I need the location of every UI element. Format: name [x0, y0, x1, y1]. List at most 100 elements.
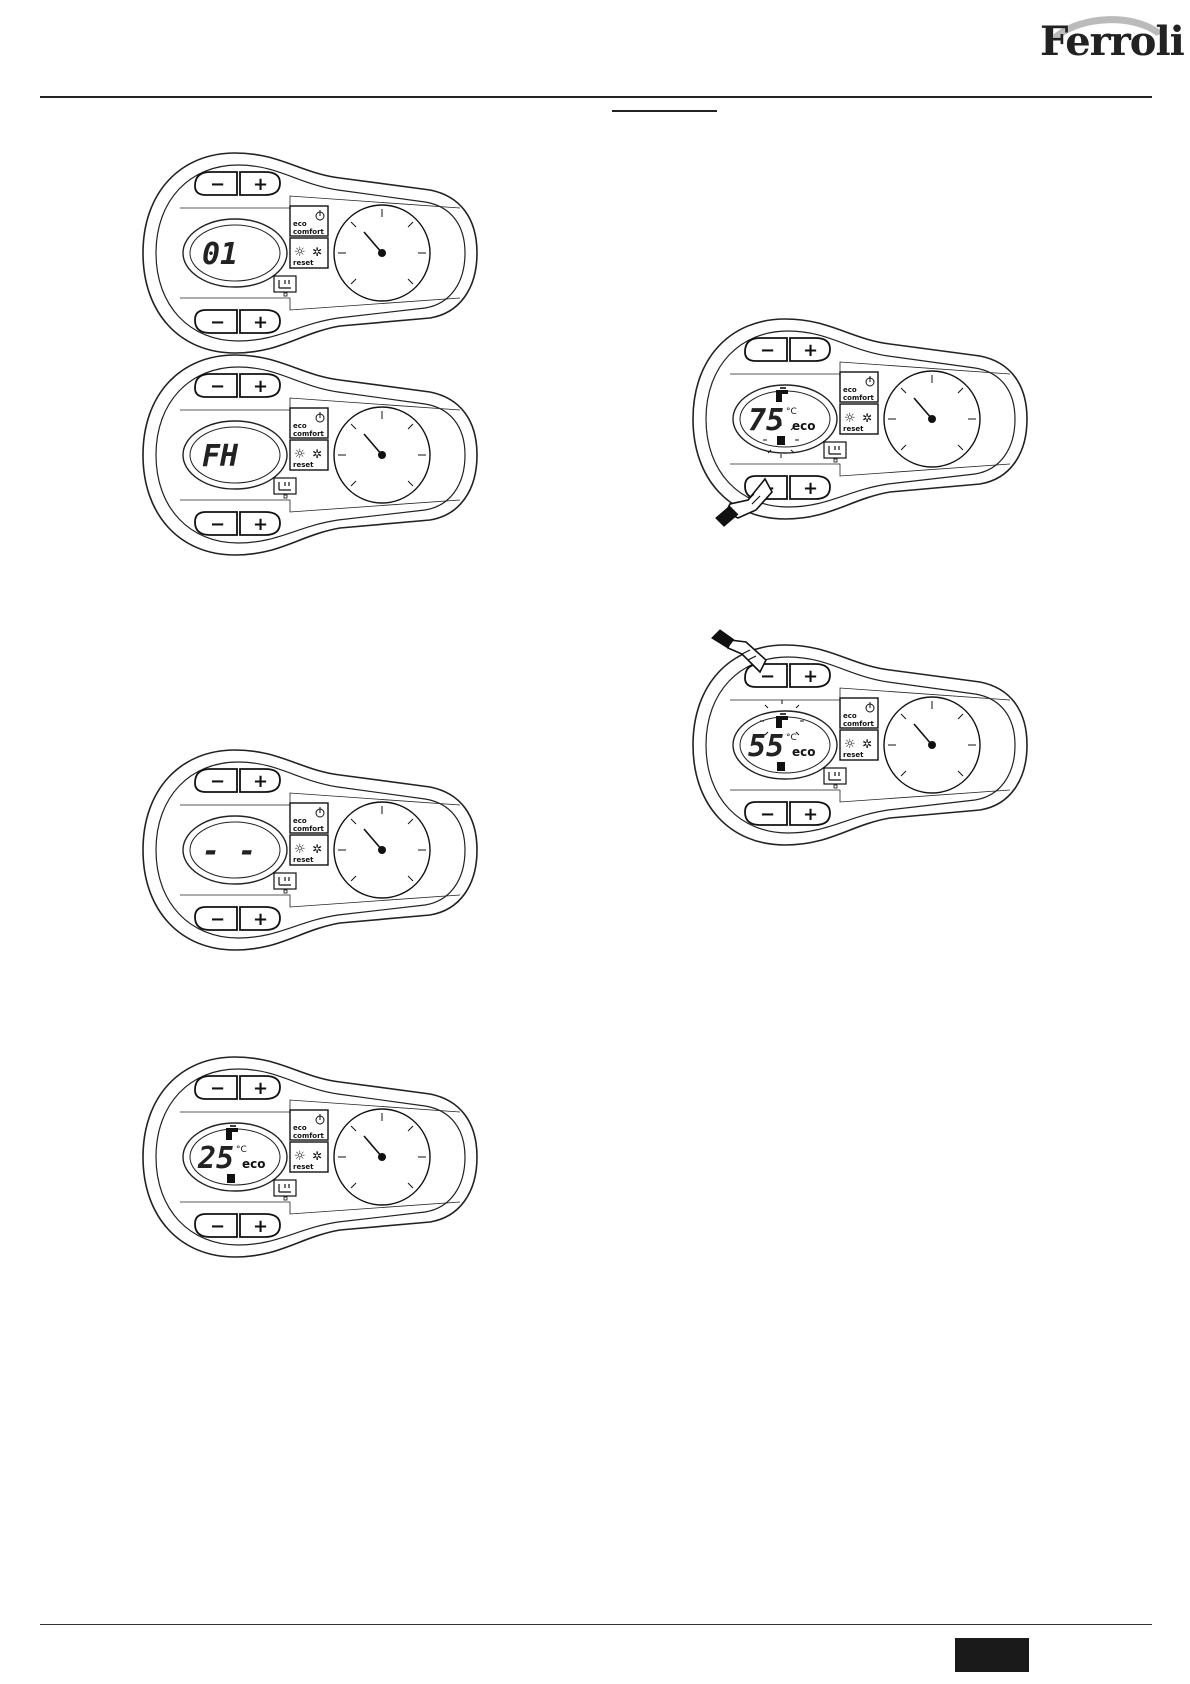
bottom-plus-button[interactable]: +	[240, 512, 280, 535]
summer-winter-reset-button[interactable]: ☼ ✲ reset	[290, 1142, 328, 1172]
svg-text:−: −	[210, 514, 225, 535]
svg-text:reset: reset	[293, 461, 314, 469]
top-plus-button[interactable]: +	[240, 769, 280, 792]
top-minus-button[interactable]: −	[195, 1076, 237, 1099]
radiator-icon	[777, 436, 785, 445]
lcd-readout: 25	[197, 1141, 234, 1176]
summer-winter-reset-button[interactable]: ☼ ✲ reset	[840, 730, 878, 760]
top-minus-button[interactable]: −	[195, 374, 237, 397]
bottom-minus-button[interactable]: −	[195, 310, 237, 333]
svg-text:+: +	[803, 340, 818, 361]
summer-winter-reset-button[interactable]: ☼ ✲ reset	[290, 440, 328, 470]
eco-comfort-button[interactable]: eco comfort	[290, 803, 328, 833]
bottom-plus-button[interactable]: +	[790, 476, 830, 499]
control-panel-1: − + − + 01 eco comfort	[140, 148, 480, 358]
service-connector	[824, 442, 846, 462]
svg-text:−: −	[210, 771, 225, 792]
svg-text:−: −	[210, 312, 225, 333]
bottom-plus-button[interactable]: +	[240, 907, 280, 930]
svg-text:eco: eco	[293, 817, 307, 825]
bottom-plus-button[interactable]: +	[240, 1214, 280, 1237]
svg-text:reset: reset	[843, 425, 864, 433]
hand-pointer-icon	[712, 630, 766, 672]
snowflake-icon: ✲	[312, 245, 322, 259]
section-tab-rule	[612, 110, 717, 112]
control-panel-6: − + − +	[690, 640, 1030, 850]
svg-text:comfort: comfort	[843, 720, 875, 728]
svg-text:comfort: comfort	[293, 430, 325, 438]
svg-text:−: −	[760, 340, 775, 361]
top-minus-button[interactable]: −	[745, 338, 787, 361]
sun-icon: ☼	[294, 245, 306, 260]
eco-comfort-button[interactable]: eco comfort	[840, 698, 878, 728]
svg-text:+: +	[253, 1216, 268, 1237]
pressure-gauge-icon	[334, 407, 430, 503]
bottom-minus-button[interactable]: −	[745, 802, 787, 825]
celsius-unit: °C	[786, 407, 797, 417]
svg-text:reset: reset	[293, 856, 314, 864]
bottom-minus-button[interactable]: −	[195, 1214, 237, 1237]
pressure-gauge-icon	[884, 371, 980, 467]
eco-indicator: eco	[792, 419, 816, 433]
service-connector	[274, 873, 296, 893]
service-connector	[274, 276, 296, 296]
eco-comfort-button[interactable]: eco comfort	[840, 372, 878, 402]
svg-text:−: −	[210, 1216, 225, 1237]
control-panel-5: − + − + 75 °C eco	[690, 314, 1030, 524]
svg-text:+: +	[803, 478, 818, 499]
svg-text:comfort: comfort	[293, 825, 325, 833]
sun-icon: ☼	[294, 447, 306, 462]
svg-text:+: +	[253, 312, 268, 333]
bottom-plus-button[interactable]: +	[240, 310, 280, 333]
radiator-icon	[777, 762, 785, 771]
pressure-gauge-icon	[884, 697, 980, 793]
service-connector	[274, 1180, 296, 1200]
top-plus-button[interactable]: +	[240, 374, 280, 397]
svg-text:+: +	[253, 376, 268, 397]
svg-text:+: +	[253, 514, 268, 535]
eco-indicator: eco	[792, 745, 816, 759]
lcd-readout: 55	[748, 729, 784, 764]
top-plus-button[interactable]: +	[790, 338, 830, 361]
svg-text:−: −	[760, 804, 775, 825]
pressure-gauge-icon	[334, 802, 430, 898]
lcd-readout: 01	[202, 237, 238, 272]
header-rule	[40, 96, 1152, 98]
service-connector	[824, 768, 846, 788]
bottom-plus-button[interactable]: +	[790, 802, 830, 825]
sun-icon: ☼	[844, 411, 856, 426]
svg-text:+: +	[253, 174, 268, 195]
snowflake-icon: ✲	[312, 447, 322, 461]
top-plus-button[interactable]: +	[790, 664, 830, 687]
lcd-display: 75 °C eco	[733, 385, 837, 458]
lcd-display: 25 °C eco	[183, 1123, 287, 1191]
svg-text:−: −	[210, 1078, 225, 1099]
bottom-minus-button[interactable]: −	[195, 512, 237, 535]
footer-rule	[40, 1624, 1152, 1625]
eco-indicator: eco	[242, 1157, 266, 1171]
top-minus-button[interactable]: −	[745, 664, 787, 687]
svg-text:+: +	[803, 666, 818, 687]
svg-text:−: −	[210, 376, 225, 397]
top-minus-button[interactable]: −	[195, 172, 237, 195]
top-plus-button[interactable]: +	[240, 1076, 280, 1099]
lcd-readout: 75	[748, 403, 784, 438]
eco-comfort-button[interactable]: eco comfort	[290, 1110, 328, 1140]
summer-winter-reset-button[interactable]: ☼ ✲ reset	[290, 835, 328, 865]
summer-winter-reset-button[interactable]: ☼ ✲ reset	[290, 238, 328, 268]
top-minus-button[interactable]: −	[195, 769, 237, 792]
sun-icon: ☼	[844, 737, 856, 752]
lcd-display: FH	[183, 421, 287, 489]
lcd-display: - -	[183, 816, 287, 884]
eco-comfort-button[interactable]: eco comfort	[290, 408, 328, 438]
svg-text:eco: eco	[293, 220, 307, 228]
snowflake-icon: ✲	[862, 411, 872, 425]
svg-text:eco: eco	[293, 422, 307, 430]
summer-winter-reset-button[interactable]: ☼ ✲ reset	[840, 404, 878, 434]
lcd-readout: - -	[202, 834, 256, 869]
top-plus-button[interactable]: +	[240, 172, 280, 195]
eco-comfort-button[interactable]: eco comfort	[290, 206, 328, 236]
snowflake-icon: ✲	[312, 1149, 322, 1163]
svg-text:comfort: comfort	[843, 394, 875, 402]
bottom-minus-button[interactable]: −	[195, 907, 237, 930]
